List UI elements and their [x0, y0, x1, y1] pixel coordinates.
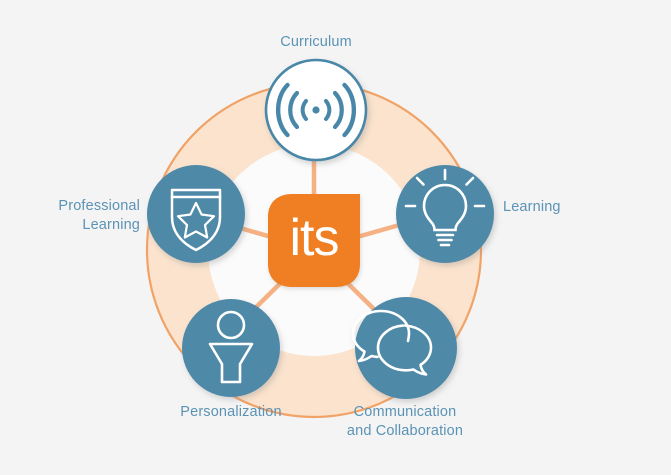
node-communication[interactable] [351, 297, 457, 399]
node-professional-learning-circle[interactable] [147, 165, 245, 263]
node-personalization-circle[interactable] [182, 299, 280, 397]
speech-bubbles-icon [351, 309, 433, 376]
node-communication-circle[interactable] [355, 297, 457, 399]
shield-star-badge-icon [170, 188, 222, 252]
label-personalization: Personalization [180, 404, 282, 420]
node-curriculum[interactable] [264, 58, 368, 162]
lightbulb-icon [404, 168, 486, 247]
label-communication: Communication and Collaboration [346, 404, 464, 439]
broadcast-signal-icon [275, 82, 357, 138]
label-professional-learning: Professional Learning [58, 198, 140, 233]
node-learning-circle[interactable] [396, 165, 494, 263]
its-logo-shape[interactable] [268, 194, 360, 287]
node-professional-learning[interactable] [147, 165, 245, 263]
label-curriculum: Curriculum [280, 34, 352, 50]
node-learning[interactable] [396, 165, 494, 263]
its-logo-tile[interactable] [268, 194, 360, 287]
label-learning: Learning [503, 199, 561, 215]
person-icon [208, 310, 254, 384]
node-personalization[interactable] [182, 299, 280, 397]
